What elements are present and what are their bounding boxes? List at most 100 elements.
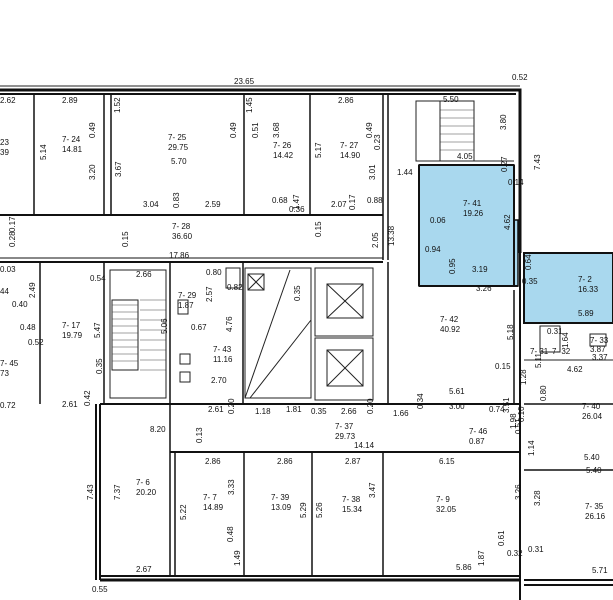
dimension-label: 0.35: [95, 358, 104, 374]
svg-text:7- 39: 7- 39: [271, 493, 290, 502]
dimension-label: 5.11: [534, 352, 543, 368]
dimension-label: 0.42: [83, 390, 92, 406]
dimension-label: 0.31: [528, 545, 544, 554]
stair-left: [109, 269, 167, 399]
svg-text:20.20: 20.20: [136, 488, 157, 497]
dimension-label: 5.61: [449, 387, 465, 396]
svg-text:19.26: 19.26: [463, 209, 484, 218]
dimension-label: 0.15: [314, 221, 323, 237]
dimension-label: 0.52: [28, 338, 44, 347]
room-44[interactable]: 44: [0, 287, 9, 296]
overall-dimension: 23.65 0.52: [0, 73, 528, 87]
dimension-label: 5.40: [586, 466, 602, 475]
svg-text:7- 40: 7- 40: [582, 402, 601, 411]
dimension-label: 1.87: [477, 550, 486, 566]
svg-text:19.79: 19.79: [62, 331, 83, 340]
dimension-label: 0.48: [226, 526, 235, 542]
room-33[interactable]: 7- 333.87: [590, 336, 609, 354]
dimension-label: 0.14: [508, 178, 524, 187]
dimension-label: 5.18: [506, 324, 515, 340]
svg-text:26.16: 26.16: [585, 512, 606, 521]
dimension-label: 0.10: [517, 406, 526, 422]
dimension-label: 0.51: [514, 418, 523, 434]
svg-text:29.75: 29.75: [168, 143, 189, 152]
room-31[interactable]: 7- 31: [530, 347, 549, 356]
dimension-label: 4.62: [503, 214, 512, 230]
dimension-label: 3.51: [502, 397, 511, 413]
svg-text:26.04: 26.04: [582, 412, 603, 421]
dimension-label: 0.35: [293, 285, 302, 301]
svg-text:39: 39: [0, 148, 9, 157]
room-29[interactable]: 7- 291.87: [178, 291, 197, 310]
dimension-label: 0.20: [366, 398, 375, 414]
dimension-label: 0.68: [272, 196, 288, 205]
dimension-label: 3.04: [143, 200, 159, 209]
dimension-label: 0.95: [448, 258, 457, 274]
dimension-label: 5.89: [578, 309, 594, 318]
room-6[interactable]: 7- 620.20: [136, 478, 157, 497]
svg-text:7- 43: 7- 43: [213, 345, 232, 354]
dimension-label: 0.49: [88, 122, 97, 138]
dimension-label: 0.49: [229, 122, 238, 138]
dimension-label: 1.64: [561, 332, 570, 348]
dimension-label: 3.20: [88, 164, 97, 180]
svg-text:7- 38: 7- 38: [342, 495, 361, 504]
dimension-label: 1.14: [527, 440, 536, 456]
dimension-label: 1.66: [393, 409, 409, 418]
svg-text:7- 32: 7- 32: [552, 347, 571, 356]
dimension-label: 0.94: [425, 245, 441, 254]
room-2[interactable]: 7- 216.33: [578, 275, 599, 294]
room-32[interactable]: 7- 32: [552, 347, 571, 356]
svg-text:29.73: 29.73: [335, 432, 356, 441]
dimension-label: 4.76: [225, 316, 234, 332]
dimension-label: 13.38: [387, 225, 396, 246]
svg-text:7- 2: 7- 2: [578, 275, 592, 284]
room-46[interactable]: 7- 460.87: [469, 427, 488, 446]
dimension-label: 7.43: [86, 484, 95, 500]
svg-text:1.87: 1.87: [178, 301, 194, 310]
svg-text:7- 28: 7- 28: [172, 222, 191, 231]
dimension-label: 5.71: [592, 566, 608, 575]
dimension-label: 2.86: [338, 96, 354, 105]
svg-text:73: 73: [0, 369, 9, 378]
dimension-label: 0.28: [8, 231, 17, 247]
room-9[interactable]: 7- 932.05: [436, 495, 457, 514]
dimension-label: 0.51: [251, 122, 260, 138]
dimension-label: 0.35: [311, 407, 327, 416]
svg-text:7- 42: 7- 42: [440, 315, 459, 324]
dimension-label: 0.17: [348, 194, 357, 210]
dimension-label: 1.47: [292, 194, 301, 210]
dimension-label: 0.06: [430, 216, 446, 225]
dimension-label: 1.18: [255, 407, 271, 416]
svg-text:7- 24: 7- 24: [62, 135, 81, 144]
svg-text:7- 33: 7- 33: [590, 336, 609, 345]
dimension-label: 2.86: [205, 457, 221, 466]
svg-text:11.16: 11.16: [213, 355, 233, 364]
dimension-label: 1.45: [245, 97, 254, 113]
dimension-label: 0.15: [495, 362, 511, 371]
svg-text:14.42: 14.42: [273, 151, 294, 160]
dimension-label: 4.05: [457, 152, 473, 161]
svg-text:36.60: 36.60: [172, 232, 193, 241]
dimension-label: 0.54: [90, 274, 106, 283]
svg-text:0.87: 0.87: [469, 437, 485, 446]
room-7[interactable]: 7- 714.89: [203, 493, 224, 512]
